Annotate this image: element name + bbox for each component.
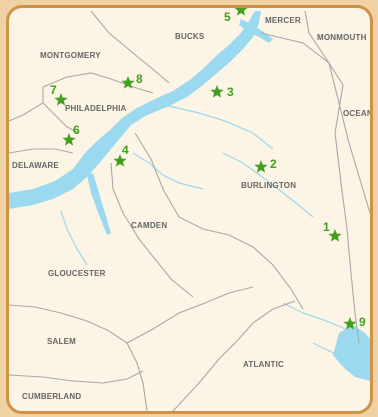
marker-number: 3: [227, 85, 234, 99]
marker-number: 1: [323, 220, 330, 234]
marker-number: 7: [50, 83, 57, 97]
map-frame: MERCER BUCKS MONMOUTH MONTGOMERY PHILADE…: [6, 5, 373, 414]
marker-star-icon: [254, 160, 268, 173]
marker-1[interactable]: 1: [323, 220, 342, 242]
stream-6: [60, 210, 88, 266]
marker-star-icon: [62, 133, 76, 146]
border-monmouth-ocean: [328, 62, 370, 214]
marker-number: 8: [136, 72, 143, 86]
border-montgomery-delaware: [9, 87, 44, 122]
county-label-monmouth: MONMOUTH: [317, 33, 367, 42]
marker-number: 2: [270, 157, 277, 171]
county-label-burlington: BURLINGTON: [241, 181, 296, 190]
border-gloucester-atlantic: [126, 286, 254, 344]
border-bucks-montgomery: [90, 10, 170, 84]
marker-4[interactable]: 4: [113, 143, 129, 167]
border-burlington-ocean: [334, 84, 360, 344]
border-camden-burlington: [134, 132, 304, 310]
marker-7[interactable]: 7: [50, 83, 68, 106]
border-delaware-south: [9, 148, 74, 154]
border-mercer-burlington: [260, 32, 344, 86]
marker-6[interactable]: 6: [62, 123, 80, 146]
marker-star-icon: [121, 76, 135, 89]
stream-2: [132, 152, 204, 190]
marker-number: 4: [122, 143, 129, 157]
marker-star-icon: [343, 317, 357, 330]
border-mercer-monmouth: [304, 10, 330, 64]
county-label-philadelphia: PHILADELPHIA: [65, 104, 127, 113]
county-label-delaware: DELAWARE: [12, 161, 59, 170]
marker-star-icon: [234, 8, 248, 16]
stream-3: [222, 152, 314, 218]
marker-8[interactable]: 8: [121, 72, 143, 89]
border-gloucester-salem: [9, 304, 128, 344]
river-tributary-south: [87, 173, 111, 235]
border-salem-cumberland: [9, 370, 144, 384]
marker-star-icon: [328, 229, 342, 242]
river-upper-branch: [239, 19, 273, 43]
county-label-salem: SALEM: [47, 337, 76, 346]
marker-9[interactable]: 9: [343, 315, 366, 330]
county-label-atlantic: ATLANTIC: [243, 360, 284, 369]
county-label-gloucester: GLOUCESTER: [48, 269, 106, 278]
marker-number: 9: [359, 315, 366, 329]
county-label-ocean: OCEAN: [343, 109, 370, 118]
border-atlantic-burlington: [172, 300, 296, 411]
coastal-bay: [333, 325, 370, 381]
border-philadelphia-west: [42, 102, 80, 134]
marker-2[interactable]: 2: [254, 157, 277, 173]
region-map[interactable]: MERCER BUCKS MONMOUTH MONTGOMERY PHILADE…: [9, 8, 370, 411]
county-label-montgomery: MONTGOMERY: [40, 51, 101, 60]
county-label-bucks: BUCKS: [175, 32, 205, 41]
border-camden-gloucester: [110, 162, 194, 298]
marker-star-icon: [113, 154, 127, 167]
marker-number: 6: [73, 123, 80, 137]
delaware-river: [9, 11, 261, 209]
marker-3[interactable]: 3: [210, 85, 234, 99]
marker-5[interactable]: 5: [224, 8, 248, 24]
border-cumberland-atlantic: [126, 342, 148, 411]
marker-star-icon: [54, 93, 68, 106]
county-label-camden: CAMDEN: [131, 221, 167, 230]
marker-star-icon: [210, 85, 224, 98]
border-montgomery-philadelphia: [42, 72, 154, 94]
stream-1: [152, 102, 274, 150]
county-label-mercer: MERCER: [265, 16, 301, 25]
county-label-cumberland: CUMBERLAND: [22, 392, 81, 401]
marker-number: 5: [224, 10, 231, 24]
